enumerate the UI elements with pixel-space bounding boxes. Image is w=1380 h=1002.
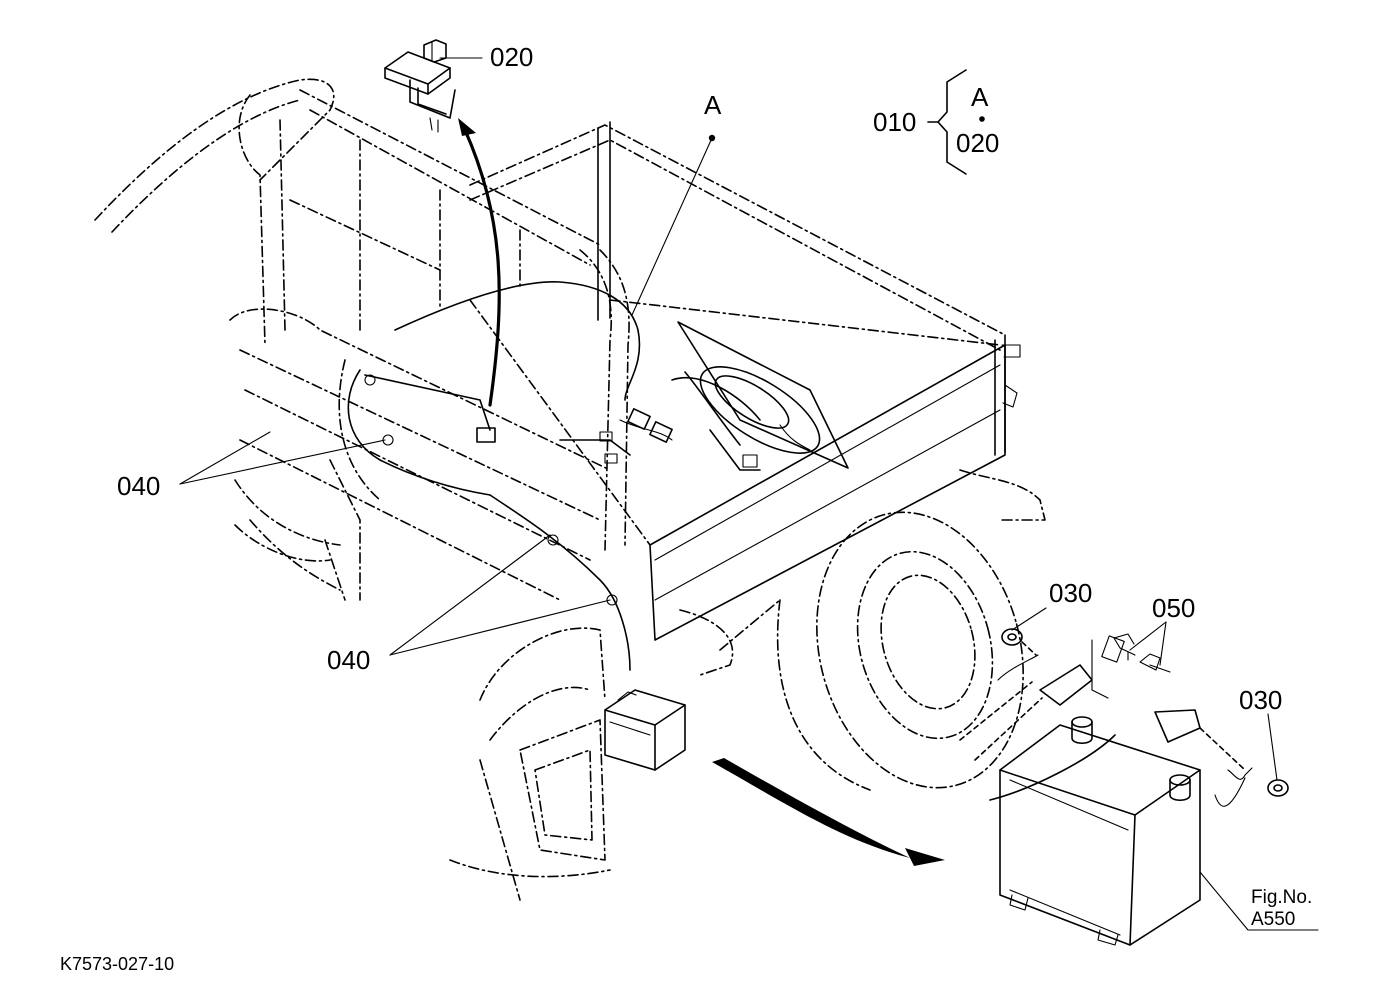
callout-050: 050	[1152, 593, 1195, 623]
callout-030-left: 030	[1049, 578, 1092, 608]
leader-lines	[179, 57, 1319, 931]
battery-detail	[959, 628, 1289, 946]
wiring-harness	[347, 281, 673, 671]
legend-bracket	[927, 69, 985, 175]
callout-040-lower: 040	[327, 645, 370, 675]
callout-030-right: 030	[1239, 685, 1282, 715]
battery-installed	[604, 689, 686, 771]
drawing-id: K7573-027-10	[60, 954, 174, 974]
callout-A: A	[704, 90, 722, 120]
rear-body	[229, 308, 611, 901]
cargo-bed	[469, 121, 1021, 641]
legend-code: 010	[873, 107, 916, 137]
tail-light-assembly	[671, 321, 849, 471]
figure-ref-number: A550	[1251, 909, 1295, 930]
fender-bracket	[679, 469, 1046, 676]
roll-bar-frame	[94, 78, 630, 551]
callout-020-top: 020	[490, 42, 533, 72]
callout-040-upper: 040	[117, 471, 160, 501]
figure-ref-label: Fig.No.	[1251, 887, 1312, 908]
legend-part: 020	[956, 128, 999, 158]
rear-wheel	[719, 511, 1024, 791]
fuse-holder-detail	[384, 39, 456, 133]
detail-arrows	[458, 118, 945, 866]
legend-letter: A	[971, 82, 989, 112]
